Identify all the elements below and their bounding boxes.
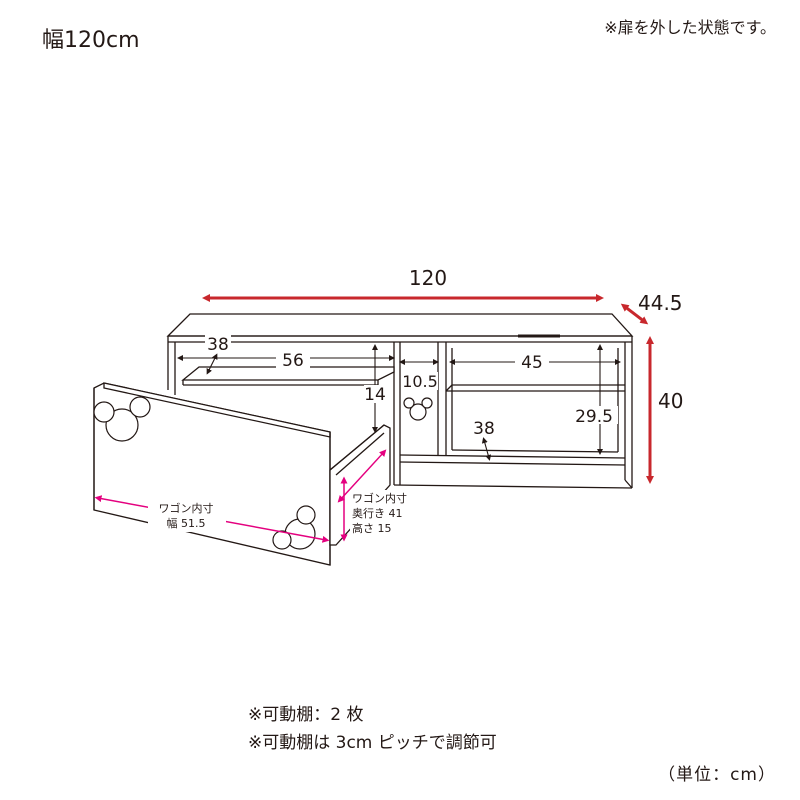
wagon-inner-label-side: ワゴン内寸 — [352, 491, 407, 505]
overall-depth-label: 44.5 — [638, 291, 683, 315]
left-shelf-depth-label: 38 — [207, 335, 229, 355]
overall-width-label: 120 — [409, 266, 447, 290]
wagon-inner-label: ワゴン内寸 — [159, 501, 214, 515]
left-shelf-width-label: 56 — [282, 351, 304, 371]
unit-note: （単位：cm） — [658, 765, 776, 785]
wagon-inner-depth: 奥行き 41 — [352, 506, 403, 520]
right-width-label: 45 — [521, 353, 543, 373]
center-width-label: 10.5 — [402, 372, 438, 391]
right-height-label: 29.5 — [575, 407, 613, 427]
overall-dimension-arrows — [202, 294, 654, 484]
door-removed-note: ※扉を外した状態です。 — [604, 18, 776, 37]
mickey-logo-icon — [403, 397, 433, 421]
overall-height-label: 40 — [658, 389, 683, 413]
shelf-pitch-note: ※可動棚は 3cm ピッチで調節可 — [248, 733, 497, 753]
wagon-inner-height: 高さ 15 — [352, 521, 392, 535]
wagon-inner-width: 幅 51.5 — [167, 517, 206, 530]
cabinet-body — [166, 313, 634, 489]
left-shelf-height-label: 14 — [364, 385, 386, 405]
movable-shelf-count-note: ※可動棚：2 枚 — [248, 705, 364, 725]
mickey-cutout-icon — [93, 396, 151, 442]
width-title: 幅120cm — [42, 28, 140, 53]
right-bottom-depth-label: 38 — [473, 419, 495, 439]
